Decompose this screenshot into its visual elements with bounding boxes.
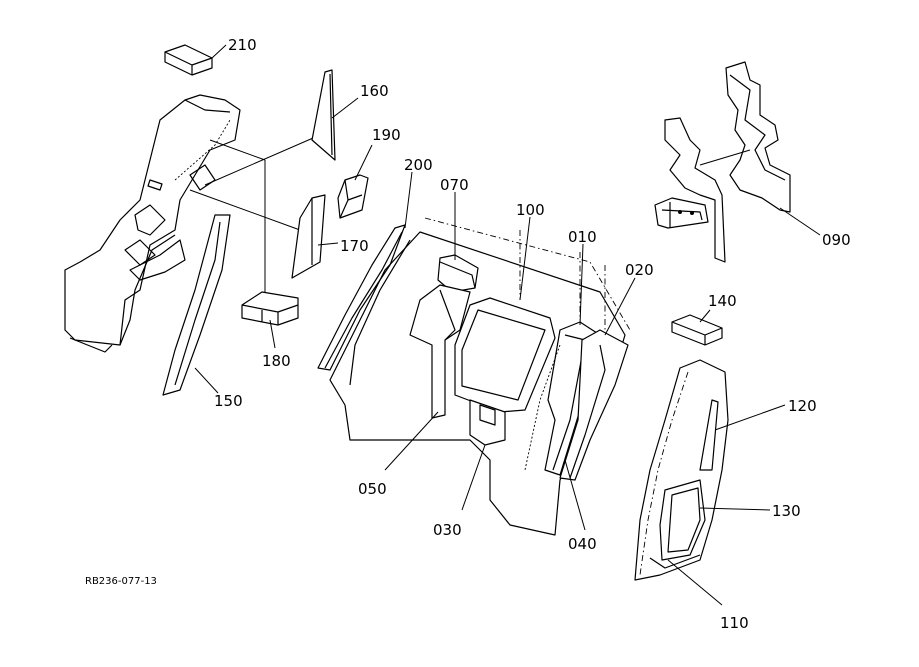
label-020: 020 <box>625 261 654 279</box>
label-120: 120 <box>788 397 817 415</box>
label-010: 010 <box>568 228 597 246</box>
part-180-block <box>241 291 299 326</box>
part-190-block <box>337 174 369 219</box>
label-130: 130 <box>772 502 801 520</box>
part-170-panel <box>291 194 326 279</box>
leader-lines <box>194 44 821 606</box>
label-030: 030 <box>433 521 462 539</box>
label-180: 180 <box>262 352 291 370</box>
label-090: 090 <box>822 231 851 249</box>
label-110: 110 <box>720 614 749 632</box>
part-160-panel <box>311 69 336 161</box>
reference-code: RB236-077-13 <box>85 576 157 587</box>
label-170: 170 <box>340 237 369 255</box>
part-210-pad <box>164 44 213 76</box>
label-160: 160 <box>360 82 389 100</box>
cabin-frame-left <box>64 94 321 353</box>
label-140: 140 <box>708 292 737 310</box>
center-panel-assembly <box>329 215 631 536</box>
part-090-brackets <box>654 61 791 263</box>
label-050: 050 <box>358 480 387 498</box>
label-040: 040 <box>568 535 597 553</box>
label-070: 070 <box>440 176 469 194</box>
label-190: 190 <box>372 126 401 144</box>
part-150-strip <box>162 214 231 396</box>
part-labels: 210 160 190 200 070 100 010 020 090 140 … <box>85 36 851 632</box>
right-side-panel <box>634 359 729 581</box>
part-200-strip <box>317 224 406 371</box>
label-210: 210 <box>228 36 257 54</box>
part-140-pad <box>671 314 723 346</box>
label-200: 200 <box>404 156 433 174</box>
label-100: 100 <box>516 201 545 219</box>
label-150: 150 <box>214 392 243 410</box>
